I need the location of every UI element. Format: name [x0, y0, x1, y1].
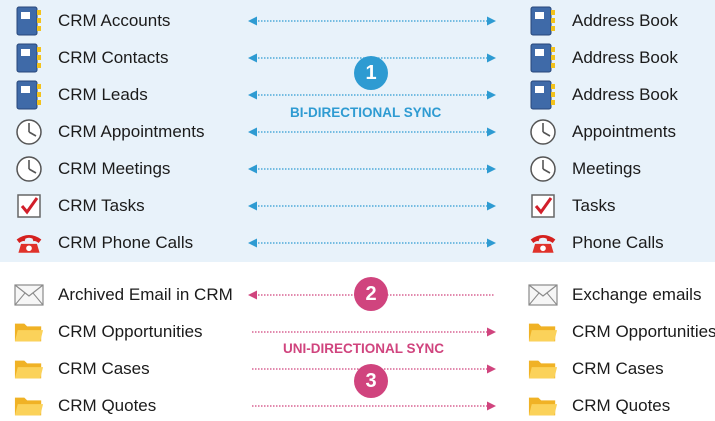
bidirectional-left-label: CRM Appointments — [58, 122, 205, 141]
bidirectional-left-item: CRM Accounts — [14, 6, 170, 36]
arrowhead-right — [487, 90, 496, 100]
step-3-badge: 3 — [354, 364, 388, 398]
clock-icon — [14, 154, 44, 184]
clock-icon — [528, 154, 558, 184]
bidirectional-left-label: CRM Tasks — [58, 196, 145, 215]
bidirectional-right-label: Tasks — [572, 196, 616, 215]
folder-icon — [14, 317, 44, 347]
bidirectional-right-item: Address Book — [528, 80, 678, 110]
arrowhead-left — [248, 164, 257, 174]
bidirectional-left-label: CRM Accounts — [58, 11, 171, 30]
bidirectional-right-item: Phone Calls — [528, 228, 664, 258]
folder-icon — [14, 391, 44, 421]
arrowhead-right — [487, 16, 496, 26]
arrowhead-left — [248, 290, 257, 300]
arrowhead-left — [248, 16, 257, 26]
bidirectional-right-item: Meetings — [528, 154, 641, 184]
bidirectional-left-item: CRM Appointments — [14, 117, 204, 147]
unidirectional-left-item: CRM Cases — [14, 354, 150, 384]
bidirectional-right-item: Address Book — [528, 43, 678, 73]
bidirectional-left-label: CRM Phone Calls — [58, 233, 194, 252]
unidirectional-left-item: CRM Opportunities — [14, 317, 203, 347]
folder-icon — [14, 354, 44, 384]
arrowhead-right — [487, 401, 496, 411]
bidirectional-right-item: Tasks — [528, 191, 615, 221]
bidirectional-sync-label: BI-DIRECTIONAL SYNC — [290, 105, 442, 120]
telephone-icon — [528, 228, 558, 258]
folder-icon — [528, 391, 558, 421]
unidirectional-left-item: Archived Email in CRM — [14, 280, 233, 310]
bidirectional-right-item: Appointments — [528, 117, 676, 147]
unidirectional-left-label: CRM Cases — [58, 359, 150, 378]
step-2-badge: 2 — [354, 277, 388, 311]
unidirectional-right-label: CRM Quotes — [572, 396, 671, 415]
unidirectional-left-label: CRM Quotes — [58, 396, 157, 415]
folder-icon — [528, 317, 558, 347]
clock-icon — [528, 117, 558, 147]
bidirectional-right-label: Appointments — [572, 122, 676, 141]
arrowhead-right — [487, 201, 496, 211]
address-book-icon — [528, 6, 558, 36]
arrowhead-right — [487, 53, 496, 63]
bidirectional-right-label: Phone Calls — [572, 233, 664, 252]
bidirectional-panel — [0, 0, 715, 262]
unidirectional-right-item: Exchange emails — [528, 280, 701, 310]
address-book-icon — [528, 43, 558, 73]
address-book-icon — [14, 80, 44, 110]
bidirectional-left-item: CRM Phone Calls — [14, 228, 193, 258]
bidirectional-right-label: Meetings — [572, 159, 641, 178]
bidirectional-right-label: Address Book — [572, 48, 678, 67]
unidirectional-left-label: Archived Email in CRM — [58, 285, 233, 304]
bidirectional-left-item: CRM Tasks — [14, 191, 145, 221]
arrowhead-left — [248, 90, 257, 100]
bidirectional-right-label: Address Book — [572, 11, 678, 30]
arrowhead-left — [248, 201, 257, 211]
arrowhead-right — [487, 327, 496, 337]
envelope-icon — [14, 280, 44, 310]
bidirectional-right-item: Address Book — [528, 6, 678, 36]
bidirectional-left-label: CRM Leads — [58, 85, 148, 104]
telephone-icon — [14, 228, 44, 258]
unidirectional-right-label: Exchange emails — [572, 285, 702, 304]
arrowhead-left — [248, 53, 257, 63]
arrowhead-left — [248, 127, 257, 137]
address-book-icon — [14, 6, 44, 36]
arrowhead-right — [487, 164, 496, 174]
arrowhead-right — [487, 238, 496, 248]
unidirectional-left-item: CRM Quotes — [14, 391, 156, 421]
unidirectional-right-item: CRM Quotes — [528, 391, 670, 421]
unidirectional-sync-label: UNI-DIRECTIONAL SYNC — [283, 341, 445, 356]
bidirectional-left-item: CRM Leads — [14, 80, 148, 110]
unidirectional-right-item: CRM Cases — [528, 354, 664, 384]
address-book-icon — [14, 43, 44, 73]
unidirectional-right-label: CRM Opportunities — [572, 322, 715, 341]
bidirectional-left-label: CRM Meetings — [58, 159, 171, 178]
task-checkbox-icon — [14, 191, 44, 221]
folder-icon — [528, 354, 558, 384]
unidirectional-left-label: CRM Opportunities — [58, 322, 203, 341]
unidirectional-right-item: CRM Opportunities — [528, 317, 715, 347]
step-1-badge: 1 — [354, 56, 388, 90]
envelope-icon — [528, 280, 558, 310]
arrowhead-left — [248, 238, 257, 248]
unidirectional-right-label: CRM Cases — [572, 359, 664, 378]
task-checkbox-icon — [528, 191, 558, 221]
bidirectional-left-label: CRM Contacts — [58, 48, 169, 67]
arrowhead-right — [487, 364, 496, 374]
bidirectional-left-item: CRM Contacts — [14, 43, 169, 73]
bidirectional-right-label: Address Book — [572, 85, 678, 104]
bidirectional-left-item: CRM Meetings — [14, 154, 170, 184]
arrowhead-right — [487, 127, 496, 137]
address-book-icon — [528, 80, 558, 110]
clock-icon — [14, 117, 44, 147]
